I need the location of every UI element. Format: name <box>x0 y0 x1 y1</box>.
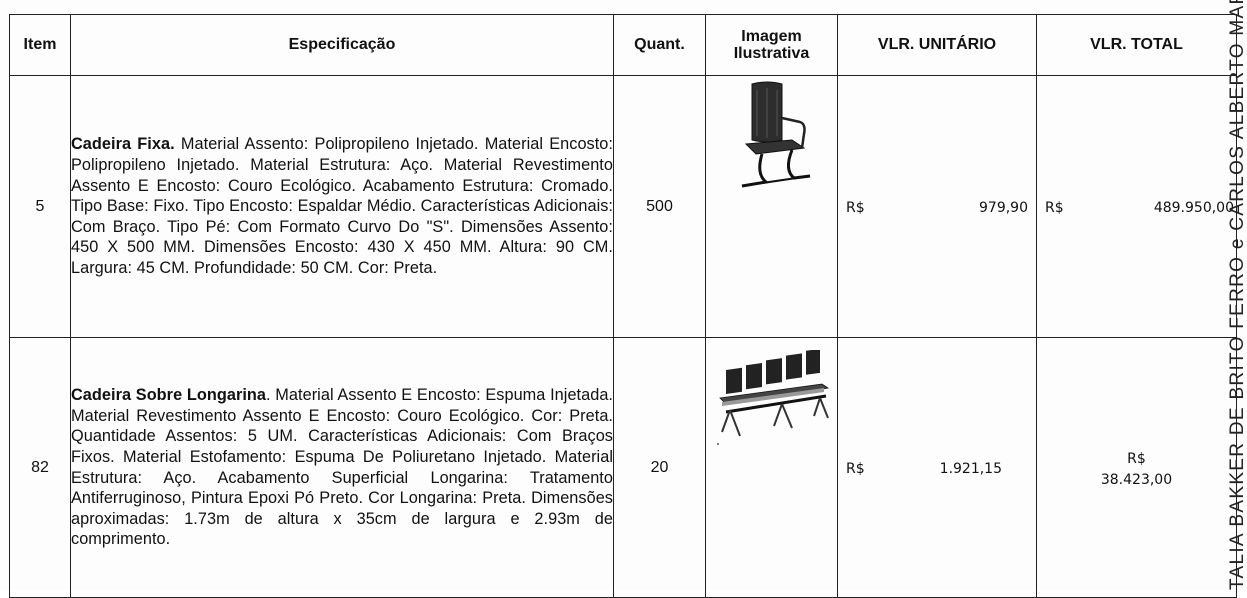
item-specification: Cadeira Fixa. Material Assento: Poliprop… <box>70 75 614 338</box>
item-unit-value: R$ 979,90 <box>837 75 1037 338</box>
total-amount: 38.423,00 <box>1100 471 1173 488</box>
item-image-cell <box>705 75 838 338</box>
office-chair-icon <box>741 81 810 188</box>
header-unit-value: VLR. UNITÁRIO <box>837 14 1037 76</box>
header-image-line2: Ilustrativa <box>733 45 810 62</box>
total-currency: R$ <box>1127 450 1146 467</box>
table-row: 82 Cadeira Sobre Longarina. Material Ass… <box>9 337 1237 598</box>
signature-stamp-text: TALIA BAKKER DE BRITO FERRO e CARLOS ALB… <box>1228 0 1247 590</box>
item-name: Cadeira Sobre Longarina <box>71 386 267 405</box>
bench-seating-icon <box>716 350 829 445</box>
items-table: Item Especificação Quant. Imagem Ilustra… <box>9 14 1237 598</box>
unit-amount: 979,90 <box>979 200 1028 216</box>
header-spec: Especificação <box>70 14 614 76</box>
signature-stamp-margin: TALIA BAKKER DE BRITO FERRO e CARLOS ALB… <box>1228 0 1247 590</box>
item-total-value: R$ 38.423,00 <box>1036 337 1237 598</box>
unit-currency: R$ <box>846 200 865 216</box>
item-description: Material Assento: Polipropileno Injetado… <box>71 135 613 277</box>
total-currency: R$ <box>1045 200 1064 216</box>
header-image-line1: Imagem <box>741 28 802 45</box>
item-unit-value: R$ 1.921,15 <box>837 337 1037 598</box>
table-row: 5 Cadeira Fixa. Material Assento: Polipr… <box>9 75 1237 338</box>
item-description: . Material Assento E Encosto: Espuma Inj… <box>71 386 614 549</box>
item-specification: Cadeira Sobre Longarina. Material Assent… <box>70 337 614 598</box>
header-item: Item <box>9 14 71 76</box>
item-quantity: 500 <box>613 75 706 338</box>
item-number: 5 <box>9 75 71 338</box>
header-row: Item Especificação Quant. Imagem Ilustra… <box>9 14 1237 76</box>
unit-currency: R$ <box>846 461 865 477</box>
item-total-value: R$ 489.950,00 <box>1036 75 1237 338</box>
header-total-value: VLR. TOTAL <box>1036 14 1237 76</box>
header-quant: Quant. <box>613 14 706 76</box>
item-name: Cadeira Fixa. <box>71 135 175 154</box>
total-amount: 489.950,00 <box>1153 200 1234 216</box>
header-image: Imagem Ilustrativa <box>705 14 838 76</box>
item-number: 82 <box>9 337 71 598</box>
item-quantity: 20 <box>613 337 706 598</box>
unit-amount: 1.921,15 <box>939 461 1002 477</box>
item-image-cell <box>705 337 838 598</box>
